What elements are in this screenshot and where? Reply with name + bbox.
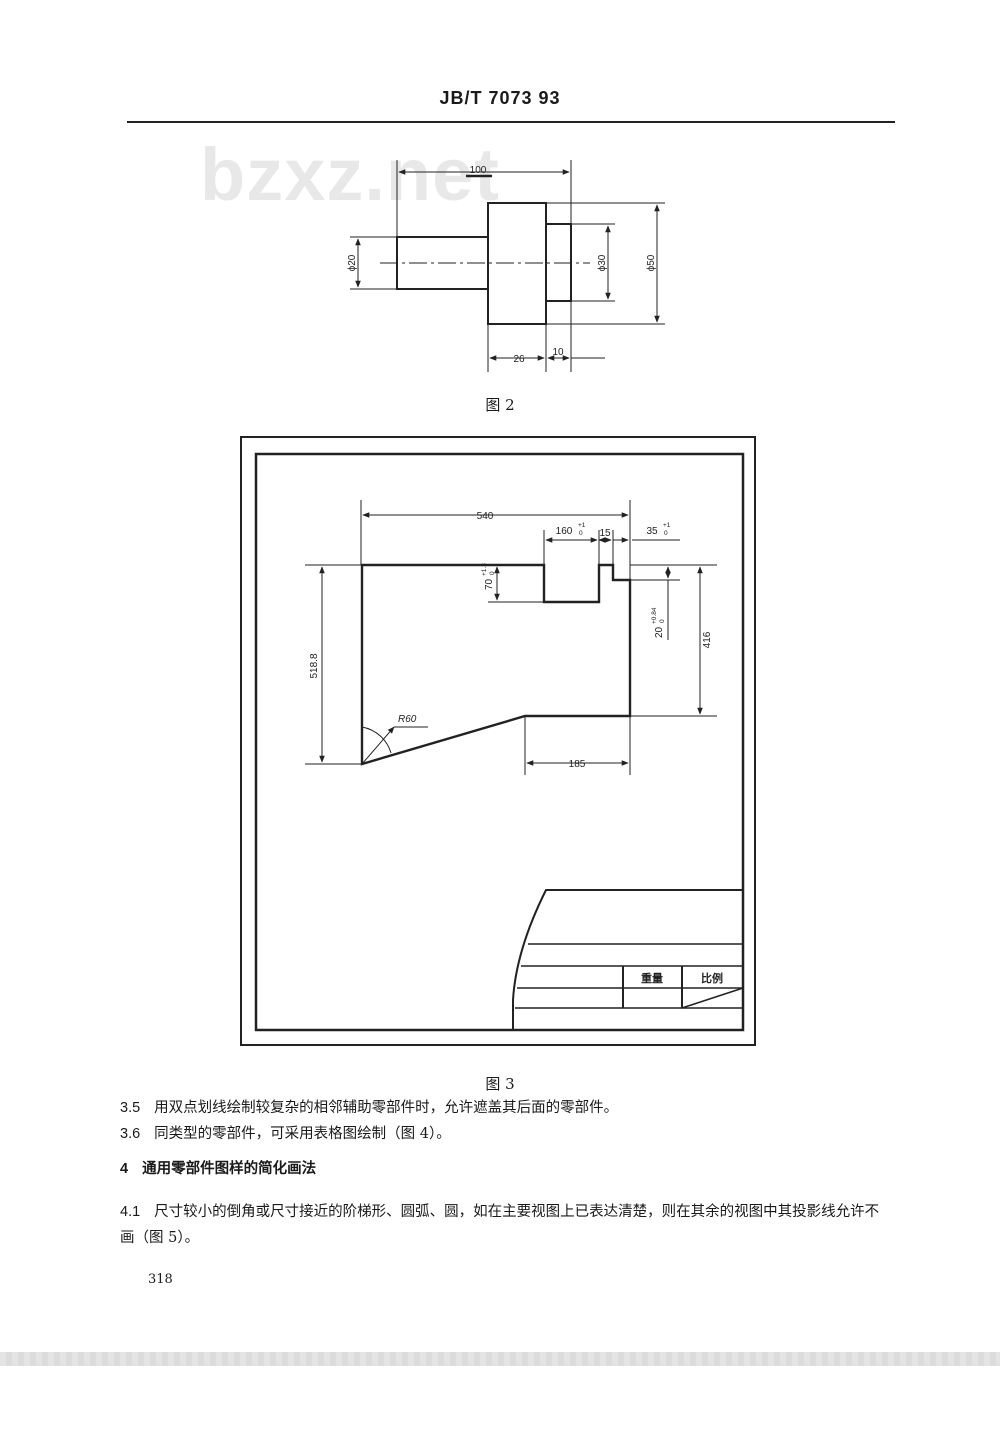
dim-length: 100 <box>470 165 487 176</box>
dim-35-tol: +1 <box>663 522 671 529</box>
figure-2-drawing: 100 ϕ20 ϕ30 ϕ50 26 10 <box>347 160 665 372</box>
dim-35-tol-low: 0 <box>664 530 668 537</box>
header-rule <box>127 121 895 123</box>
page-number: 318 <box>148 1272 173 1287</box>
dim-416: 416 <box>702 631 713 648</box>
dim-15: 15 <box>599 528 611 539</box>
dim-70: 70 <box>484 578 495 590</box>
title-block-scale: 比例 <box>701 971 723 985</box>
dim-160-tol: +1 <box>578 522 586 529</box>
dim-518-8: 518.8 <box>309 653 320 678</box>
dim-20: 20 <box>654 626 665 638</box>
dim-70-tol-low: 0 <box>489 571 496 575</box>
dim-35: 35 <box>646 526 658 537</box>
dim-540: 540 <box>477 511 494 522</box>
dim-d30: ϕ30 <box>597 254 608 271</box>
figure-3-caption: 图 3 <box>485 1075 515 1093</box>
dim-185: 185 <box>569 759 586 770</box>
dim-160-tol-low: 0 <box>579 530 583 537</box>
dim-70-tol: +1.3 <box>481 563 488 576</box>
title-block-weight: 重量 <box>641 971 663 985</box>
dim-26: 26 <box>513 354 525 365</box>
dim-160: 160 <box>556 526 573 537</box>
dim-d50: ϕ50 <box>646 254 657 271</box>
dim-20-tol-low: 0 <box>659 619 666 623</box>
figure-3-drawing: 540 160 +1 0 15 35 +1 0 70 +1.3 0 20 +0.… <box>240 436 756 1046</box>
dim-10: 10 <box>552 347 564 358</box>
dim-20-tol: +0.84 <box>651 607 658 624</box>
footer-band <box>0 1352 1000 1366</box>
dim-d20: ϕ20 <box>347 254 358 271</box>
header-title: JB/T 7073 93 <box>439 88 561 108</box>
dim-r60: R60 <box>398 714 417 725</box>
figure-2-caption: 图 2 <box>485 396 515 414</box>
